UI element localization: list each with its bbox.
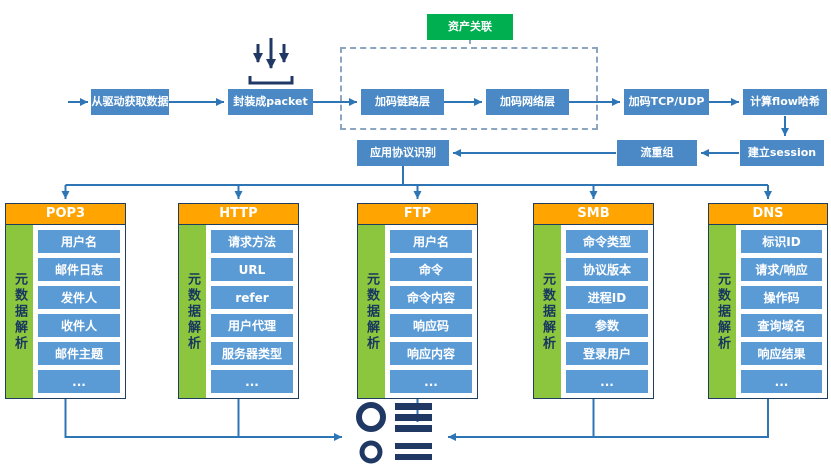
meta-cell: 发件人 bbox=[38, 286, 120, 309]
meta-cell: 协议版本 bbox=[566, 258, 648, 281]
column-header: HTTP bbox=[178, 203, 299, 225]
column-body: 元数据解析 命令类型 协议版本 进程ID 参数 登录用户 ... bbox=[533, 225, 654, 399]
cell-list: 用户名 邮件日志 发件人 收件人 邮件主题 ... bbox=[33, 225, 125, 398]
meta-cell: 进程ID bbox=[566, 286, 648, 309]
meta-cell: 登录用户 bbox=[566, 342, 648, 365]
cell-list: 命令类型 协议版本 进程ID 参数 登录用户 ... bbox=[561, 225, 653, 398]
protocol-column-ftp: FTP 元数据解析 用户名 命令 命令内容 响应码 响应内容 ... bbox=[357, 203, 478, 399]
download-icon bbox=[248, 38, 294, 85]
metadata-parse-strip: 元数据解析 bbox=[179, 225, 206, 398]
meta-cell: 邮件主题 bbox=[38, 342, 120, 365]
flow-node-flow-hash: 计算flow哈希 bbox=[743, 89, 827, 115]
meta-cell: refer bbox=[211, 286, 293, 309]
meta-cell: ... bbox=[566, 370, 648, 393]
meta-cell: 命令内容 bbox=[390, 286, 472, 309]
metadata-parse-strip: 元数据解析 bbox=[709, 225, 736, 398]
column-header: FTP bbox=[357, 203, 478, 225]
column-header: DNS bbox=[708, 203, 828, 225]
meta-cell: 参数 bbox=[566, 314, 648, 337]
protocol-column-http: HTTP 元数据解析 请求方法 URL refer 用户代理 服务器类型 ... bbox=[178, 203, 299, 399]
cell-list: 标识ID 请求/响应 操作码 查询域名 响应结果 ... bbox=[736, 225, 827, 398]
protocol-column-dns: DNS 元数据解析 标识ID 请求/响应 操作码 查询域名 响应结果 ... bbox=[708, 203, 828, 399]
flow-node-protocol-id: 应用协议识别 bbox=[357, 140, 449, 166]
strip-label: 元数据解析 bbox=[540, 271, 555, 352]
meta-cell: 响应内容 bbox=[390, 342, 472, 365]
column-body: 元数据解析 用户名 邮件日志 发件人 收件人 邮件主题 ... bbox=[5, 225, 126, 399]
strip-label: 元数据解析 bbox=[12, 271, 27, 352]
meta-cell: 请求/响应 bbox=[741, 258, 822, 281]
flow-node-get-data: 从驱动获取数据 bbox=[91, 89, 169, 115]
meta-cell: ... bbox=[390, 370, 472, 393]
decode-group-frame bbox=[340, 47, 598, 130]
column-body: 元数据解析 标识ID 请求/响应 操作码 查询域名 响应结果 ... bbox=[708, 225, 828, 399]
metadata-parse-strip: 元数据解析 bbox=[534, 225, 561, 398]
meta-cell: ... bbox=[211, 370, 293, 393]
meta-cell: ... bbox=[38, 370, 120, 393]
metadata-parse-strip: 元数据解析 bbox=[6, 225, 33, 398]
strip-label: 元数据解析 bbox=[185, 271, 200, 352]
metadata-parse-strip: 元数据解析 bbox=[358, 225, 385, 398]
column-body: 元数据解析 请求方法 URL refer 用户代理 服务器类型 ... bbox=[178, 225, 299, 399]
meta-cell: 用户名 bbox=[390, 230, 472, 253]
meta-cell: URL bbox=[211, 258, 293, 281]
strip-label: 元数据解析 bbox=[715, 271, 730, 352]
meta-cell: 命令 bbox=[390, 258, 472, 281]
flow-node-tcp-udp: 加码TCP/UDP bbox=[624, 89, 709, 115]
cell-list: 用户名 命令 命令内容 响应码 响应内容 ... bbox=[385, 225, 477, 398]
list-output-icon bbox=[356, 402, 432, 464]
meta-cell: 收件人 bbox=[38, 314, 120, 337]
meta-cell: 邮件日志 bbox=[38, 258, 120, 281]
flow-node-net-layer: 加码网络层 bbox=[486, 89, 569, 115]
strip-label: 元数据解析 bbox=[364, 271, 379, 352]
flow-node-link-layer: 加码链路层 bbox=[361, 89, 444, 115]
meta-cell: 标识ID bbox=[741, 230, 822, 253]
protocol-column-pop3: POP3 元数据解析 用户名 邮件日志 发件人 收件人 邮件主题 ... bbox=[5, 203, 126, 399]
meta-cell: 命令类型 bbox=[566, 230, 648, 253]
column-body: 元数据解析 用户名 命令 命令内容 响应码 响应内容 ... bbox=[357, 225, 478, 399]
meta-cell: ... bbox=[741, 370, 822, 393]
meta-cell: 服务器类型 bbox=[211, 342, 293, 365]
meta-cell: 响应码 bbox=[390, 314, 472, 337]
cell-list: 请求方法 URL refer 用户代理 服务器类型 ... bbox=[206, 225, 298, 398]
column-header: POP3 bbox=[5, 203, 126, 225]
meta-cell: 响应结果 bbox=[741, 342, 822, 365]
meta-cell: 查询域名 bbox=[741, 314, 822, 337]
flow-node-asset-link: 资产关联 bbox=[427, 14, 513, 40]
meta-cell: 请求方法 bbox=[211, 230, 293, 253]
flow-node-packet: 封装成packet bbox=[228, 89, 313, 115]
flow-node-session: 建立session bbox=[740, 140, 824, 166]
meta-cell: 操作码 bbox=[741, 286, 822, 309]
protocol-column-smb: SMB 元数据解析 命令类型 协议版本 进程ID 参数 登录用户 ... bbox=[533, 203, 654, 399]
meta-cell: 用户名 bbox=[38, 230, 120, 253]
flow-node-reassembly: 流重组 bbox=[617, 140, 697, 166]
meta-cell: 用户代理 bbox=[211, 314, 293, 337]
column-header: SMB bbox=[533, 203, 654, 225]
